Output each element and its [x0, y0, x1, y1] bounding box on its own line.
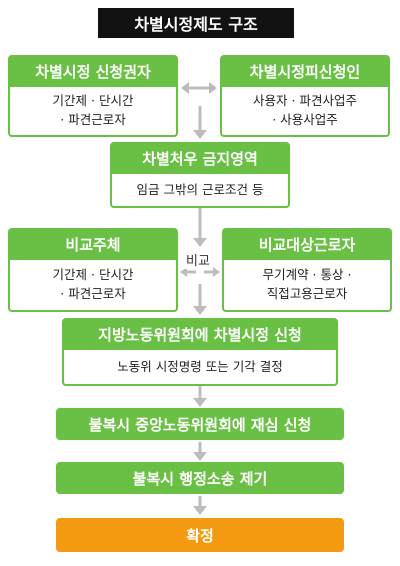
local-commission-box: 지방노동위원회에 차별시정 신청 노동위 시정명령 또는 기각 결정: [62, 318, 338, 386]
prohibited-area-header: 차별처우 금지영역: [110, 142, 290, 174]
respondent-body: 사용자 · 파견사업주 · 사용사업주: [220, 87, 390, 137]
down-arrow-icon: [193, 208, 207, 247]
double-arrow-icon: [181, 82, 217, 94]
comparison-target-line-2: 직접고용근로자: [266, 286, 348, 301]
comparison-subject-header: 비교주체: [8, 228, 178, 260]
down-arrow-icon: [193, 284, 207, 315]
claimant-header: 차별시정 신청권자: [8, 55, 178, 87]
down-arrow-icon: [193, 386, 207, 407]
comparison-target-line-1: 무기계약 · 통상 ·: [262, 267, 352, 283]
respondent-box: 차별시정피신청인 사용자 · 파견사업주 · 사용사업주: [220, 55, 390, 137]
respondent-line-2: · 사용사업주: [272, 112, 338, 127]
comparison-target-header: 비교대상근로자: [222, 228, 392, 260]
respondent-header: 차별시정피신청인: [220, 55, 390, 87]
local-commission-line: 노동위 시정명령 또는 기각 결정: [117, 358, 283, 374]
comparison-target-box: 비교대상근로자 무기계약 · 통상 · 직접고용근로자: [222, 228, 392, 312]
comparison-label: 비교: [184, 250, 212, 269]
claimant-line-1: 기간제 · 단시간: [52, 93, 134, 109]
respondent-line-1: 사용자 · 파견사업주: [253, 93, 357, 109]
local-commission-body: 노동위 시정명령 또는 기각 결정: [62, 350, 338, 386]
down-arrow-icon: [193, 106, 207, 139]
central-review-bar: 불복시 중앙노동위원회에 재심 신청: [56, 408, 344, 440]
claimant-body: 기간제 · 단시간 · 파견근로자: [8, 87, 178, 137]
comparison-target-body: 무기계약 · 통상 · 직접고용근로자: [222, 260, 392, 312]
final-bar: 확정: [56, 518, 344, 552]
claimant-line-2: · 파견근로자: [60, 112, 126, 127]
page-title: 차별시정제도 구조: [98, 8, 294, 38]
down-arrow-icon: [193, 496, 207, 515]
claimant-box: 차별시정 신청권자 기간제 · 단시간 · 파견근로자: [8, 55, 178, 137]
right-arrow-icon: [204, 267, 220, 277]
comparison-subject-body: 기간제 · 단시간 · 파견근로자: [8, 260, 178, 312]
local-commission-header: 지방노동위원회에 차별시정 신청: [62, 318, 338, 350]
prohibited-area-line: 임금 그밖의 근로조건 등: [136, 181, 264, 197]
prohibited-area-box: 차별처우 금지영역 임금 그밖의 근로조건 등: [110, 142, 290, 208]
prohibited-area-body: 임금 그밖의 근로조건 등: [110, 174, 290, 208]
comparison-subject-line-2: · 파견근로자: [60, 286, 126, 301]
down-arrow-icon: [193, 442, 207, 461]
comparison-subject-box: 비교주체 기간제 · 단시간 · 파견근로자: [8, 228, 178, 312]
lawsuit-bar: 불복시 행정소송 제기: [56, 462, 344, 494]
comparison-subject-line-1: 기간제 · 단시간: [52, 267, 134, 283]
left-arrow-icon: [180, 267, 196, 277]
